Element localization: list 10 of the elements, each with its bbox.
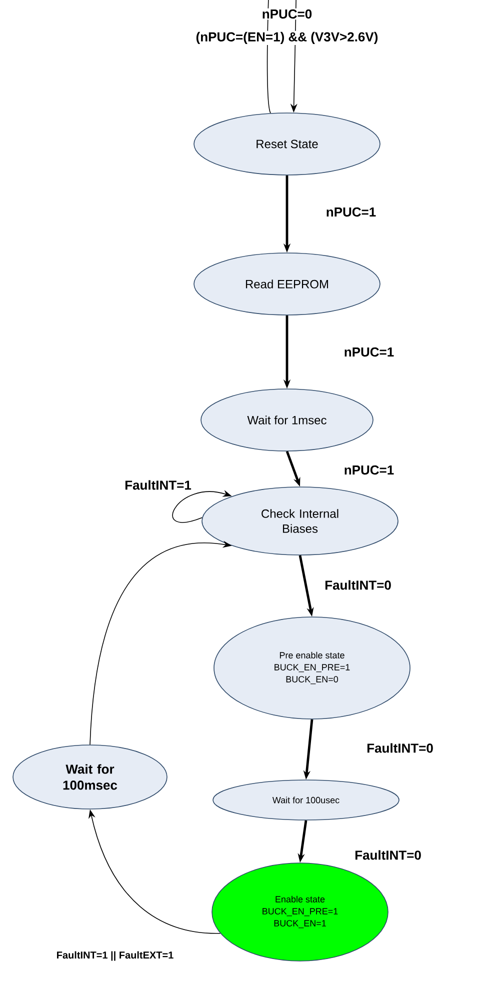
edge-label: nPUC=1 [342, 464, 396, 476]
edge-label: nPUC=1 [342, 346, 396, 358]
edge-label: FaultINT=0 [354, 849, 422, 861]
condition-label: (nPUC=(EN=1) && (V3V>2.6V) [194, 30, 380, 46]
edge-label: FaultINT=0 [366, 742, 434, 754]
edge-label: FaultINT=1 [124, 479, 192, 491]
edge-label: FaultINT=0 [324, 579, 392, 591]
edge-label: nPUC=1 [324, 206, 378, 218]
edge-label: FaultINT=1 || FaultEXT=1 [55, 950, 175, 962]
edge-label: nPUC=0 [260, 8, 314, 20]
